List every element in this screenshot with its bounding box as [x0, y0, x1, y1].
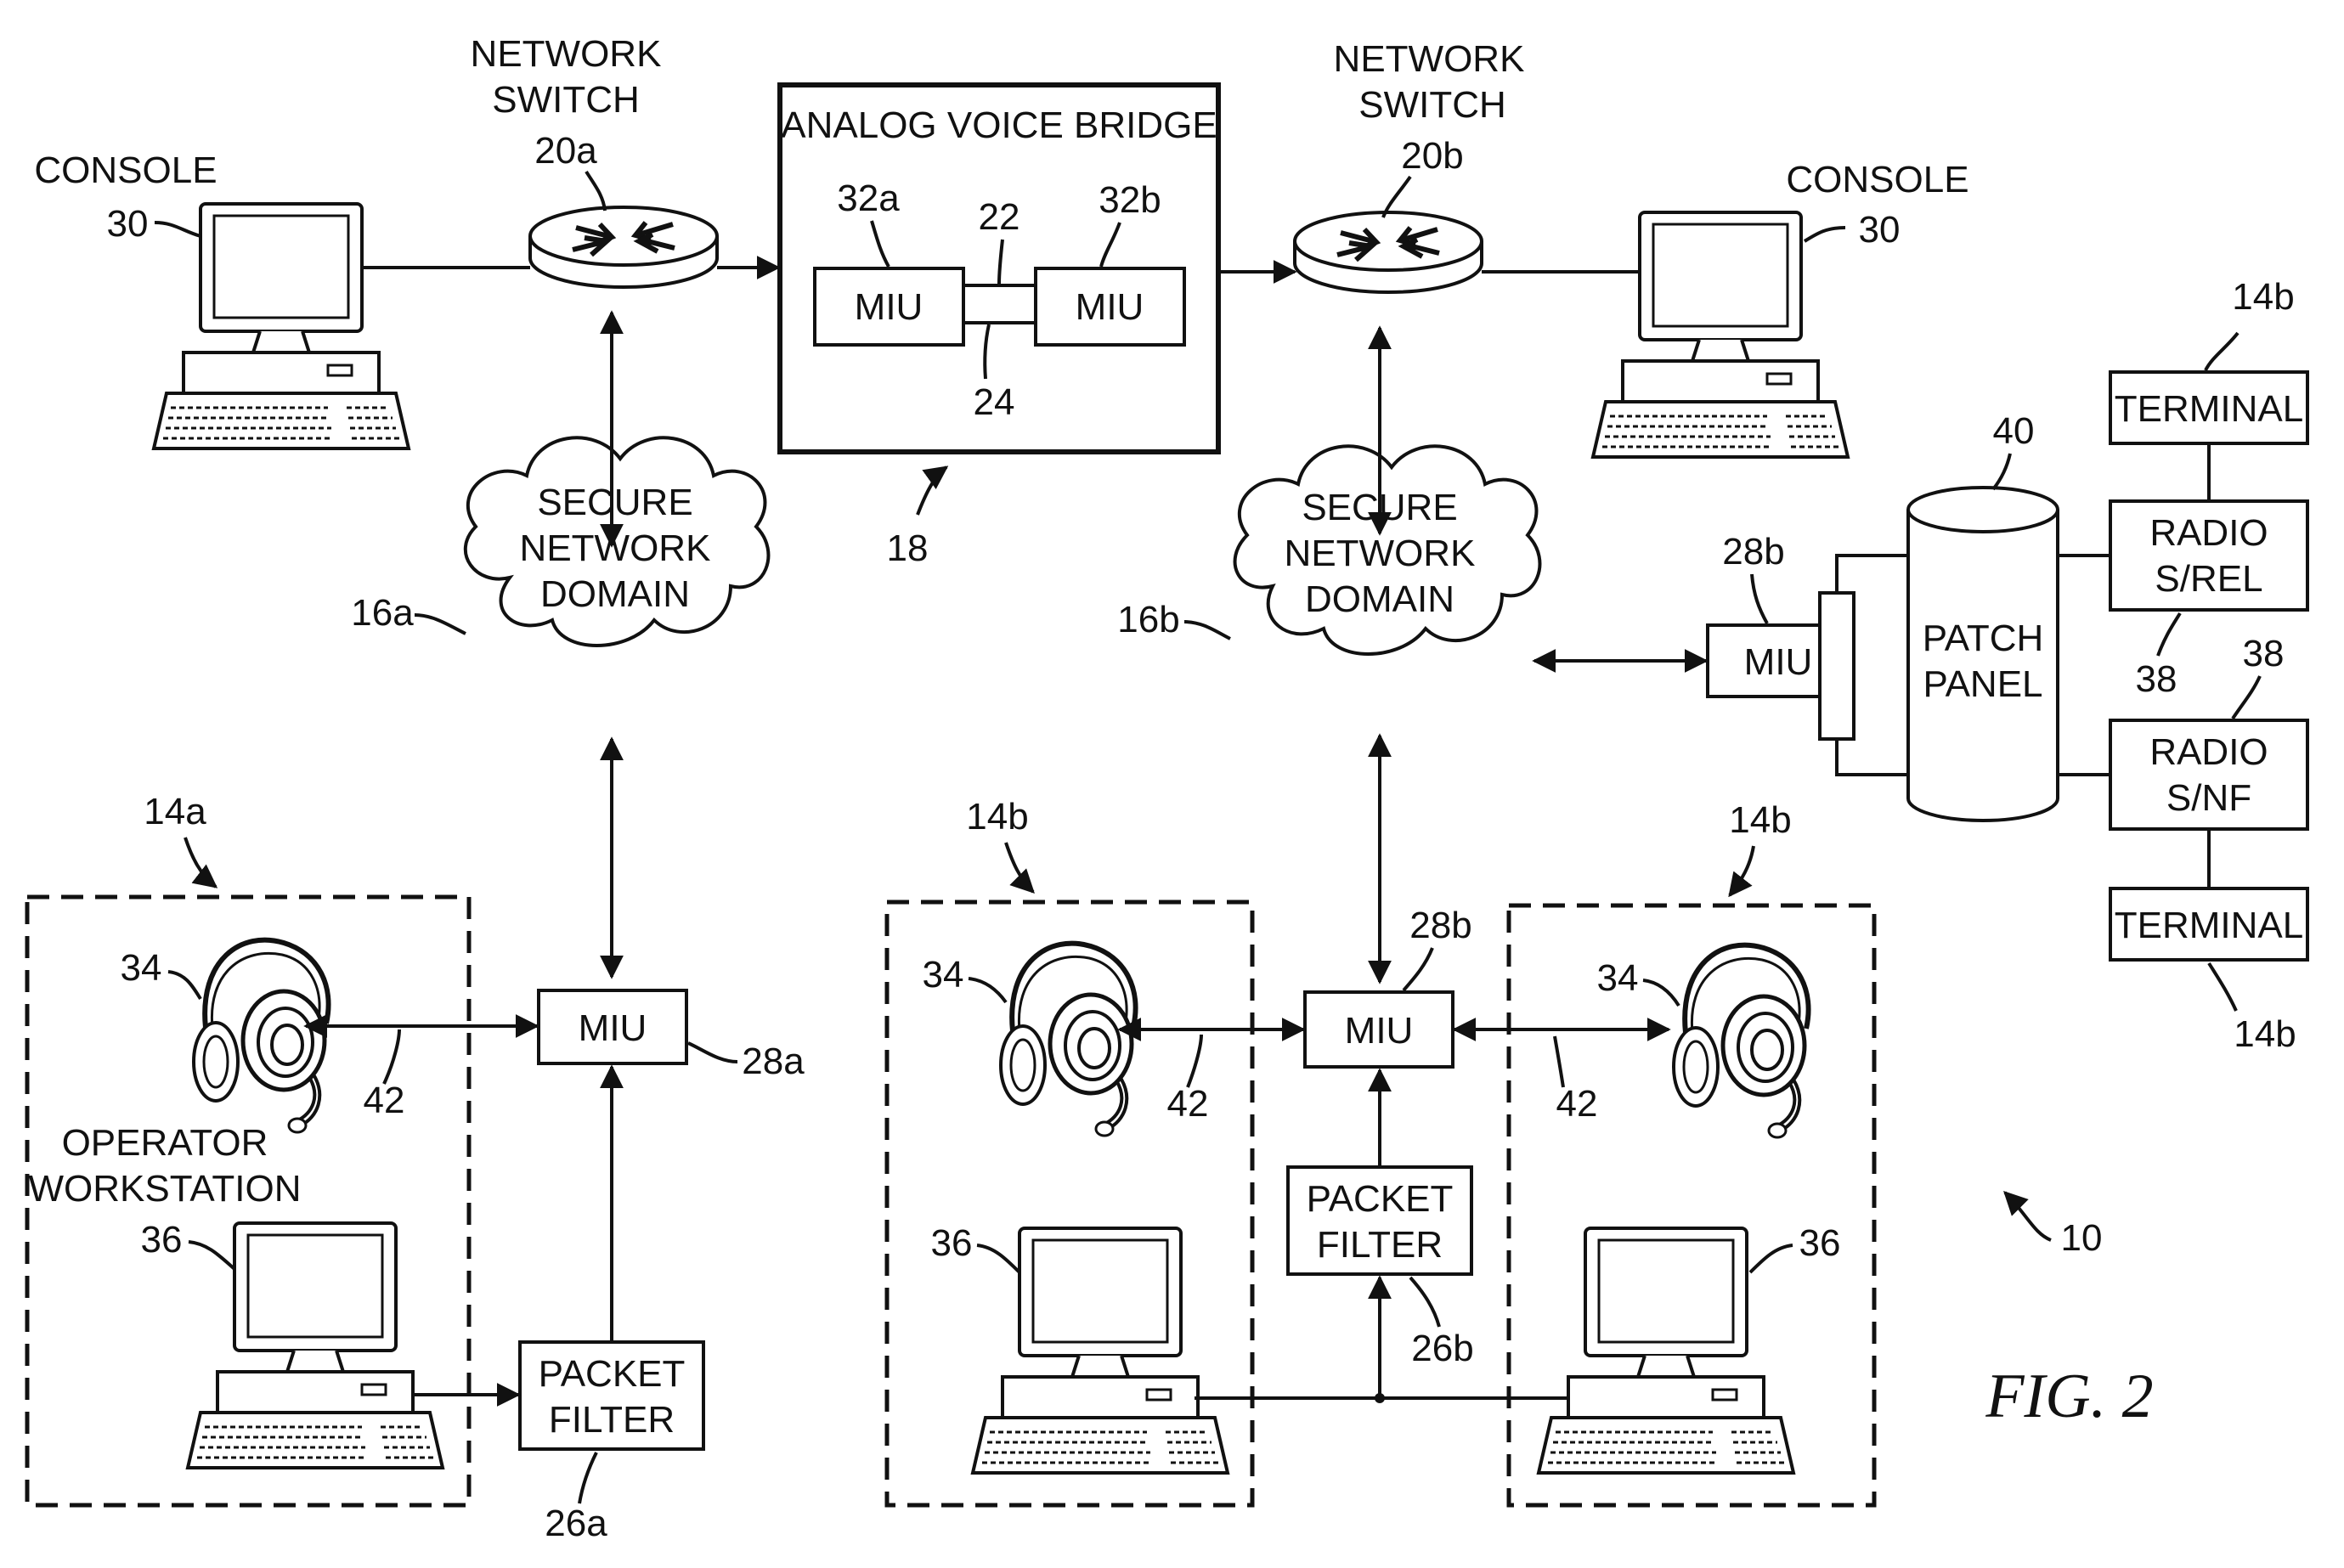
console-right-computer-icon [1593, 212, 1848, 457]
bridge-title: ANALOG VOICE BRIDGE [781, 104, 1217, 146]
packet-filter-26a-line-1: PACKET [539, 1353, 686, 1395]
miu-28b-patch-label: MIU [1744, 641, 1813, 683]
workstation-right-computer-icon [1539, 1228, 1793, 1473]
miu-28a: MIU 28a [539, 990, 805, 1082]
cloud-16b-line-2: NETWORK [1285, 533, 1476, 574]
packet-filter-26b-line-1: PACKET [1307, 1178, 1454, 1220]
headset-icon [1001, 944, 1136, 1136]
radio-srel-ref: 38 [2136, 658, 2177, 700]
bridge-link-24-ref: 24 [974, 381, 1015, 423]
radio-snf-line-1: RADIO [2149, 731, 2268, 773]
console-left-computer-icon [154, 204, 409, 448]
figure-caption: FIG. 2 [1985, 1362, 2153, 1431]
system-ref: 10 [2061, 1217, 2103, 1259]
network-switch-20b-ref: 20b [1401, 135, 1463, 177]
network-switch-20a-label-2: SWITCH [492, 79, 640, 121]
terminal-bottom-label: TERMINAL [2115, 905, 2303, 946]
network-switch-20b-label-2: SWITCH [1358, 84, 1506, 126]
secure-network-domain-16a: SECURE NETWORK DOMAIN 16a [351, 437, 768, 646]
bridge-miu-32b-label: MIU [1076, 286, 1144, 328]
bridge-miu-32a-ref: 32a [837, 178, 900, 219]
bridge-miu-32a-label: MIU [855, 286, 923, 328]
ws-14b-right-ref: 14b [1729, 799, 1791, 841]
bridge-link-22-ref: 22 [979, 196, 1020, 238]
operator-workstation-14a: 14a 34 42 OPERATOR WORKSTATION 36 [27, 791, 469, 1505]
network-switch-20b: NETWORK SWITCH 20b [1295, 38, 1524, 292]
headset-left-ref: 34 [121, 947, 162, 989]
secure-network-domain-16b: SECURE NETWORK DOMAIN 16b [1117, 446, 1539, 654]
radio-srel-line-2: S/REL [2155, 558, 2262, 600]
console-left-ref: 30 [107, 203, 149, 245]
voice-link-left-ref: 42 [364, 1080, 405, 1121]
analog-voice-bridge-18: ANALOG VOICE BRIDGE MIU MIU 32a 32b 22 2… [780, 85, 1218, 569]
miu-28b-center-ref: 28b [1409, 905, 1471, 946]
headset-mid-ref: 34 [923, 954, 964, 996]
system-ref-10: 10 [2005, 1193, 2102, 1259]
terminal-top-ref: 14b [2232, 276, 2294, 318]
packet-filter-26a-line-2: FILTER [549, 1399, 675, 1441]
miu-28a-ref: 28a [742, 1041, 805, 1082]
operator-workstation-line-1: OPERATOR [62, 1122, 268, 1164]
headset-icon [194, 940, 329, 1132]
network-switch-20a-ref: 20a [534, 130, 597, 172]
terminal-bottom-ref: 14b [2234, 1013, 2296, 1055]
headset-right-ref: 34 [1597, 957, 1639, 999]
patch-panel-40: PATCH PANEL 40 [1908, 410, 2058, 821]
patch-panel-line-1: PATCH [1923, 618, 2044, 659]
miu-28b-patch-ref: 28b [1722, 531, 1784, 572]
packet-filter-26b-ref: 26b [1411, 1328, 1473, 1369]
radio-srel-line-1: RADIO [2149, 512, 2268, 554]
cloud-16a-ref: 16a [351, 592, 414, 634]
console-30-left: CONSOLE 30 [34, 149, 409, 448]
console-left-label: CONSOLE [34, 149, 217, 191]
console-30-right: CONSOLE 30 [1593, 159, 1969, 457]
radio-snf-line-2: S/NF [2166, 777, 2251, 819]
terminal-14b-bottom: TERMINAL 14b [2110, 888, 2307, 1055]
terminal-14b-top: TERMINAL 14b [2110, 276, 2307, 443]
workstation-right-ref: 36 [1799, 1222, 1841, 1264]
cloud-16a-line-2: NETWORK [520, 527, 711, 569]
network-switch-20a-label-1: NETWORK [471, 33, 662, 75]
voice-link-mid-ref: 42 [1167, 1083, 1209, 1125]
cloud-16b-ref: 16b [1117, 599, 1179, 640]
patch-connector [1820, 593, 1854, 739]
network-switch-20b-label-1: NETWORK [1334, 38, 1525, 80]
bus-junction [1375, 1393, 1385, 1403]
miu-28b-center: MIU 28b [1305, 905, 1472, 1067]
packet-filter-26a: PACKET FILTER 26a [520, 1342, 703, 1544]
voice-link-right-ref: 42 [1556, 1083, 1598, 1125]
headset-icon [1674, 945, 1809, 1137]
miu-28b-center-label: MIU [1345, 1010, 1414, 1052]
patch-link-upper [1837, 556, 1908, 593]
terminal-top-label: TERMINAL [2115, 388, 2303, 430]
packet-filter-26a-ref: 26a [545, 1503, 607, 1544]
miu-28a-label: MIU [579, 1007, 647, 1049]
radio-snf-ref: 38 [2243, 633, 2285, 674]
packet-filter-26b-line-2: FILTER [1317, 1224, 1443, 1266]
workstation-mid-ref: 36 [931, 1222, 973, 1264]
patch-link-lower [1837, 739, 1908, 775]
ws-14a-ref: 14a [144, 791, 206, 832]
cloud-16b-line-3: DOMAIN [1305, 578, 1454, 620]
patch-panel-line-2: PANEL [1923, 663, 2042, 705]
bridge-ref: 18 [887, 527, 929, 569]
network-switch-20a: NETWORK SWITCH 20a [471, 33, 717, 287]
cloud-16a-line-1: SECURE [537, 482, 692, 523]
workstation-left-ref: 36 [141, 1219, 183, 1261]
operator-workstation-line-2: WORKSTATION [28, 1168, 301, 1210]
cloud-16a-line-3: DOMAIN [540, 573, 690, 615]
ws-14b-mid-ref: 14b [966, 796, 1028, 838]
console-right-ref: 30 [1859, 209, 1901, 251]
bridge-miu-32b-ref: 32b [1099, 179, 1161, 221]
patch-panel-ref: 40 [1993, 410, 2035, 452]
console-right-label: CONSOLE [1786, 159, 1968, 200]
